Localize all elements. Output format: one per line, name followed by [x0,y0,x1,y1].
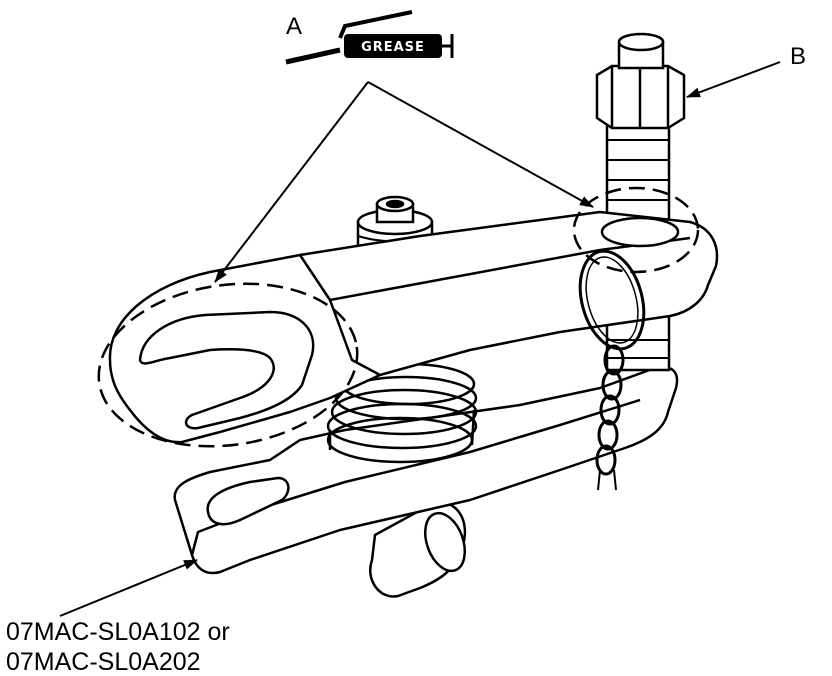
lower-jaw [173,365,679,598]
tool-part-number-line1: 07MAC-SL0A102 or [6,618,230,646]
callout-b-label: B [790,43,806,70]
leader-a-to-bore [367,81,594,208]
upper-fork-arm [108,210,719,444]
leader-lines [59,61,781,617]
tool-part-number-line2: 07MAC-SL0A202 [6,648,201,676]
grease-area-fork [97,282,359,448]
callout-a-label: A [286,13,302,40]
leader-a-to-fork [214,81,369,283]
grease-tube-icon: GREASE [285,10,454,65]
leader-b-to-nut [686,61,781,98]
grease-area-bolt-bore [572,186,700,274]
ring-and-chain [578,249,646,491]
leader-tool [59,559,198,617]
grease-label: GREASE [361,40,425,55]
grease-areas [97,186,700,448]
